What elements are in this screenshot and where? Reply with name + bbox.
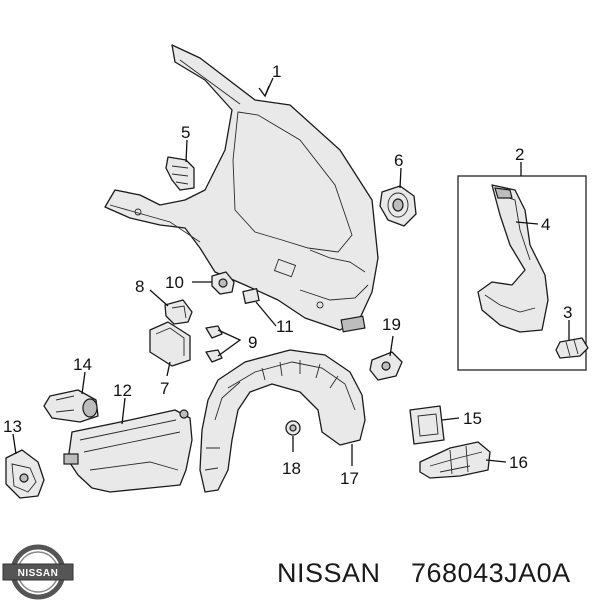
part-19-retainer <box>369 351 403 381</box>
part-10-fastener <box>211 271 235 295</box>
part-17-wheel-liner <box>199 349 366 493</box>
callout-15: 15 <box>463 409 482 428</box>
callout-17: 17 <box>340 469 359 488</box>
part-12-panel-assembly <box>63 409 193 493</box>
callout-3: 3 <box>563 303 572 322</box>
callout-16: 16 <box>509 453 528 472</box>
part-16-reinforcement <box>419 441 491 479</box>
callout-18: 18 <box>282 459 301 478</box>
callout-2: 2 <box>515 145 524 164</box>
parts-2-3-4-inset <box>457 175 589 371</box>
callout-5: 5 <box>181 123 190 142</box>
callout-6: 6 <box>394 151 403 170</box>
part-13-bracket <box>5 449 45 499</box>
part-18-clip <box>285 420 301 436</box>
callout-8: 8 <box>135 277 144 296</box>
callout-10: 10 <box>165 273 184 292</box>
callout-13: 13 <box>3 417 22 436</box>
leader-lines <box>12 77 570 466</box>
callout-12: 12 <box>113 381 132 400</box>
callout-4: 4 <box>541 215 550 234</box>
nissan-logo: NISSAN <box>2 544 74 600</box>
callout-labels: 1 2 3 4 5 6 7 8 9 10 11 12 13 14 15 16 1… <box>3 62 572 488</box>
part-1-quarter-panel <box>104 44 379 333</box>
part-8-clip <box>164 299 193 325</box>
part-15-bracket <box>409 405 445 445</box>
callout-19: 19 <box>382 315 401 334</box>
part-11-grommet <box>242 288 260 304</box>
footer-brand: NISSAN <box>277 558 381 588</box>
part-7-cover <box>149 321 191 367</box>
part-14-actuator <box>43 389 99 423</box>
footer-part-number: 768043JA0A <box>411 558 571 588</box>
callout-14: 14 <box>73 355 92 374</box>
logo-text: NISSAN <box>18 568 59 579</box>
part-5-bracket <box>165 156 195 191</box>
callout-7: 7 <box>160 379 169 398</box>
callout-1: 1 <box>272 62 281 81</box>
part-6-fuel-filler-pocket <box>379 185 417 227</box>
part-9-clips <box>205 325 223 363</box>
callout-9: 9 <box>248 333 257 352</box>
callout-11: 11 <box>276 317 294 336</box>
